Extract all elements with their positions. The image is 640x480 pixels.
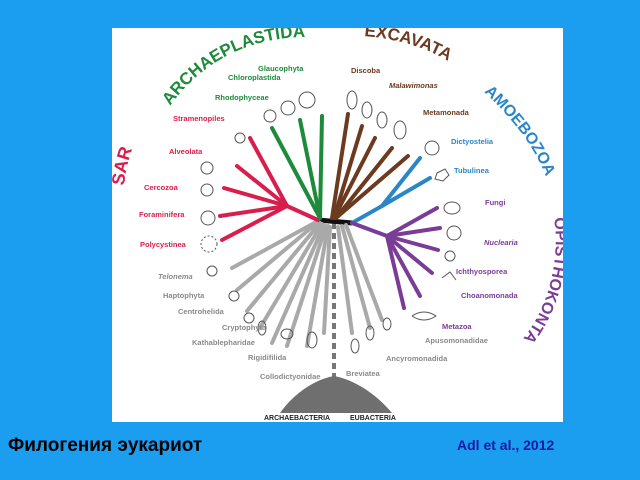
taxon-dictyostelia: Dictyostelia [451,137,494,146]
excavata-branches [330,112,410,220]
supergroup-excavata: EXCAVATA [364,28,456,65]
root-archaebacteria: ARCHAEBACTERIA [264,415,330,422]
root-fan [280,376,392,413]
eukaryote-tree: ARCHAEPLASTIDA EXCAVATA AMOEBOZOA OPISTH… [112,28,563,422]
taxon-malawimonas: Malawimonas [389,81,438,90]
taxon-kathablepharidae: Kathablepharidae [192,338,255,347]
organism-sketches [200,90,462,354]
taxon-polycystinea: Polycystinea [140,240,187,249]
taxon-breviatea: Breviatea [346,369,381,378]
taxon-rigidifilida: Rigidifilida [248,353,287,362]
diagram-panel: ARCHAEPLASTIDA EXCAVATA AMOEBOZOA OPISTH… [112,28,563,422]
taxon-collodictyonidae: Collodictyonidae [260,372,320,381]
amoebozoa-branches [350,156,432,225]
supergroup-sar: SAR [112,144,136,186]
taxon-tubulinea: Tubulinea [454,166,490,175]
supergroup-opisthokonta: OPISTHOKONTA [520,217,563,347]
taxon-nuclearia: Nuclearia [484,238,518,247]
citation: Adl et al., 2012 [457,437,555,453]
taxon-rhodophyceae: Rhodophyceae [215,93,269,102]
taxon-telonema: Telonema [158,272,193,281]
archaeplastida-branches [270,114,324,220]
taxon-ancyromonadida: Ancyromonadida [386,354,448,363]
unassigned-branches [230,219,384,348]
taxon-fungi: Fungi [485,198,505,207]
taxon-haptophyta: Haptophyta [163,291,205,300]
taxon-stramenopiles: Stramenopiles [173,114,225,123]
taxon-centrohelida: Centrohelida [178,307,225,316]
root-eubacteria: EUBACTERIA [350,415,396,422]
slide-title: Филогения эукариот [8,435,203,456]
opisthokonta-branches [350,206,442,310]
sar-branches [218,136,320,242]
taxon-chloroplastida: Chloroplastida [228,73,281,82]
taxon-discoba: Discoba [351,66,381,75]
supergroup-amoebozoa: AMOEBOZOA [481,83,558,179]
taxon-foraminifera: Foraminifera [139,210,185,219]
taxon-metazoa: Metazoa [442,322,472,331]
taxon-cercozoa: Cercozoa [144,183,179,192]
taxon-choanomonada: Choanomonada [461,291,518,300]
taxon-ichthyosporea: Ichthyosporea [456,267,508,276]
taxon-metamonada: Metamonada [423,108,470,117]
taxon-cryptophyta: Cryptophyta [222,323,267,332]
taxon-alveolata: Alveolata [169,147,203,156]
taxon-glaucophyta: Glaucophyta [258,64,304,73]
taxon-apusomonadidae: Apusomonadidae [425,336,488,345]
trunk [280,217,392,413]
